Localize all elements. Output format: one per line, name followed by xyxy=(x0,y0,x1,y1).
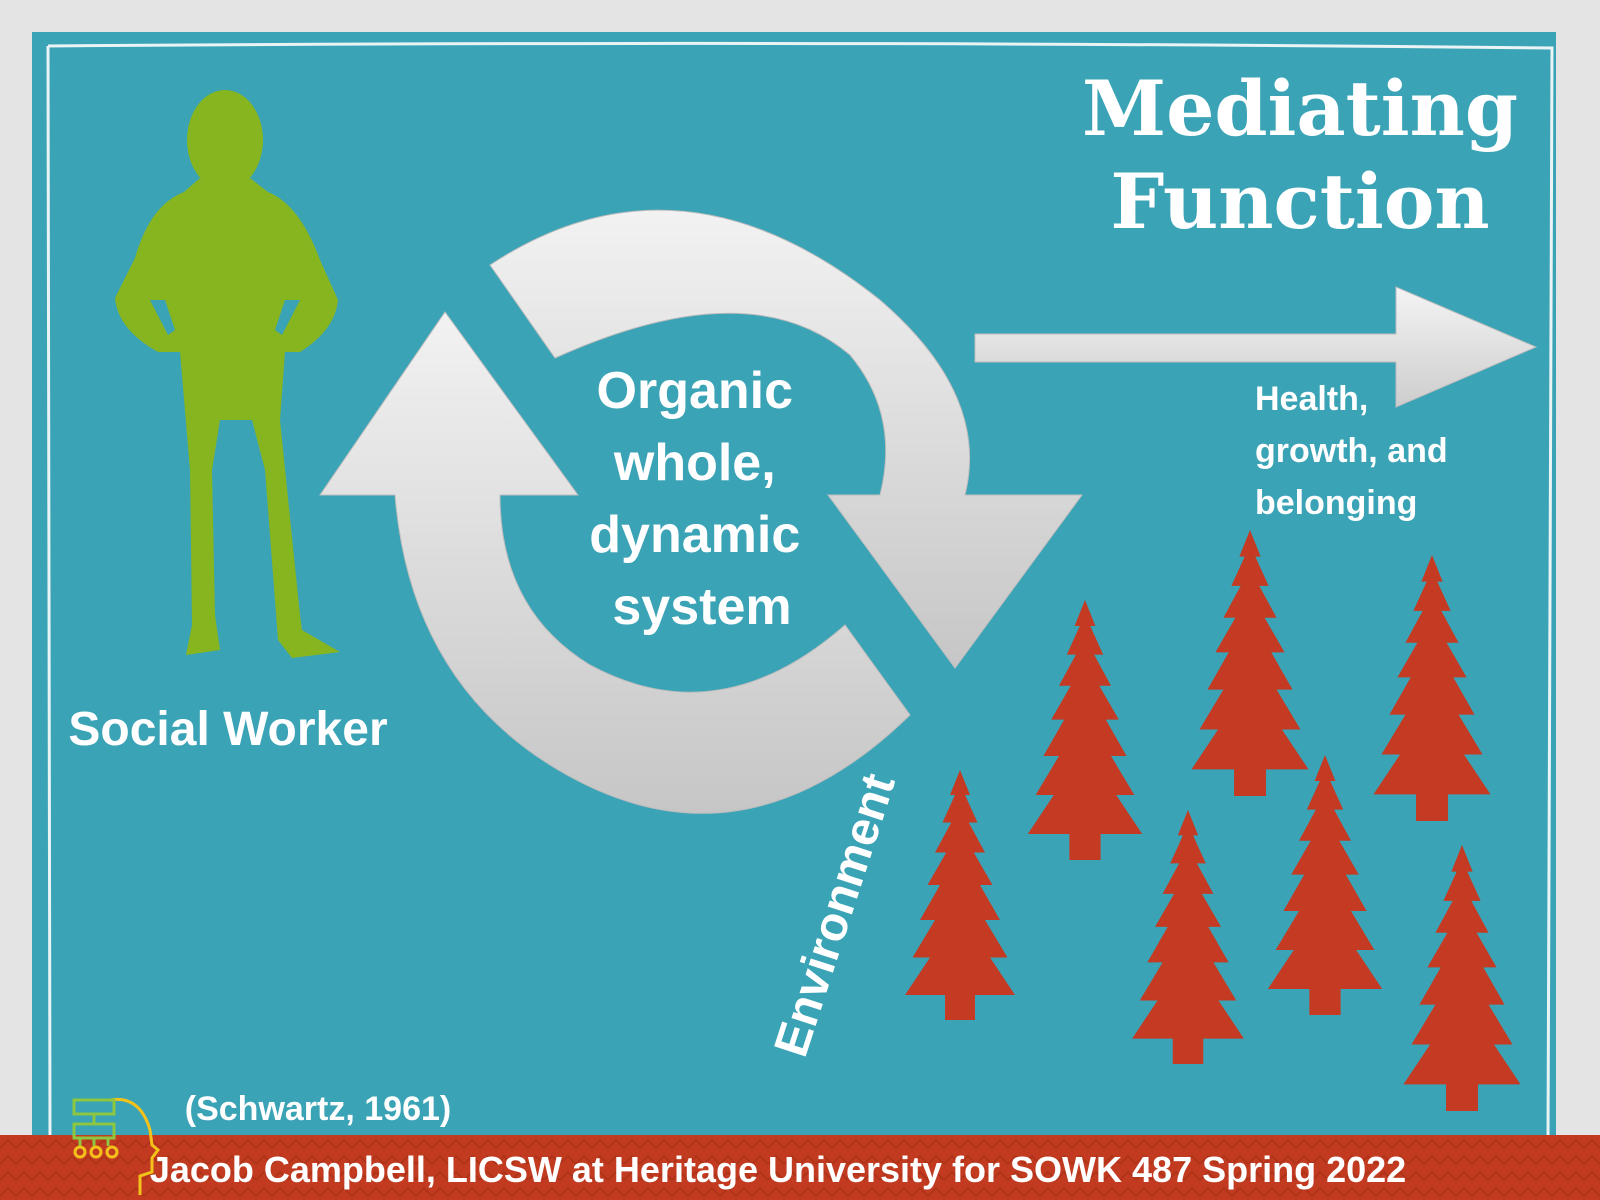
cycle-text-line: system xyxy=(612,578,791,636)
cycle-text-line: Organic xyxy=(597,362,794,420)
outcome-text-block: Health, growth, and belonging xyxy=(1255,380,1457,522)
cycle-text-line: dynamic xyxy=(589,506,800,564)
outcome-text-line: growth, and xyxy=(1255,432,1448,470)
outcome-text-line: belonging xyxy=(1255,484,1417,522)
chalk-frame xyxy=(46,41,1554,1141)
footer-text: Jacob Campbell, LICSW at Heritage Univer… xyxy=(150,1149,1406,1190)
cycle-text-line: whole, xyxy=(613,434,776,492)
right-arrow-icon xyxy=(974,286,1538,408)
cycle-text-block: Organic whole, dynamic system xyxy=(589,362,814,636)
brain-network-logo-icon xyxy=(72,1097,161,1195)
person-label: Social Worker xyxy=(68,703,387,756)
citation: (Schwartz, 1961) xyxy=(185,1090,451,1128)
footer-bar xyxy=(0,1135,1600,1200)
circular-arrows-icon xyxy=(319,209,1083,814)
title-line-2: Function xyxy=(1110,157,1489,246)
title-line-1: Mediating xyxy=(1082,64,1518,153)
woman-silhouette-icon xyxy=(115,90,340,658)
outcome-text-line: Health, xyxy=(1255,380,1368,418)
